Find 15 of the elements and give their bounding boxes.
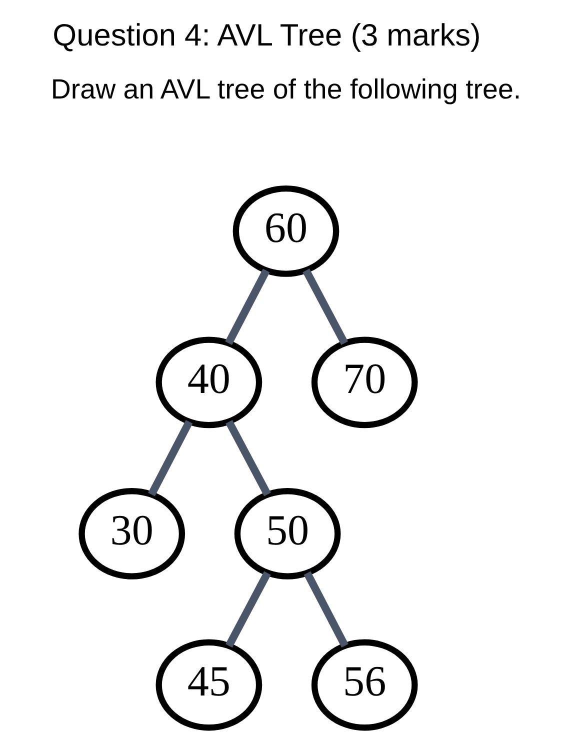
label: Draw an AVL tree of the following tree. bbox=[50, 73, 522, 104]
connector bbox=[226, 571, 271, 648]
node-ellipse: 60 bbox=[232, 185, 340, 277]
node-ellipse: 45 bbox=[156, 639, 262, 731]
connector bbox=[302, 268, 348, 345]
diagram-title: Question 4: AVL Tree (3 marks) bbox=[52, 17, 481, 52]
node-ellipse: 50 bbox=[234, 488, 341, 580]
connector bbox=[226, 420, 271, 496]
connector bbox=[225, 268, 270, 345]
connector bbox=[148, 420, 193, 496]
node-ellipse: 70 bbox=[311, 336, 418, 428]
node-ellipse: 56 bbox=[311, 639, 418, 731]
connector bbox=[304, 571, 348, 648]
node-ellipse: 40 bbox=[156, 336, 262, 428]
node-ellipse: 30 bbox=[78, 488, 186, 580]
